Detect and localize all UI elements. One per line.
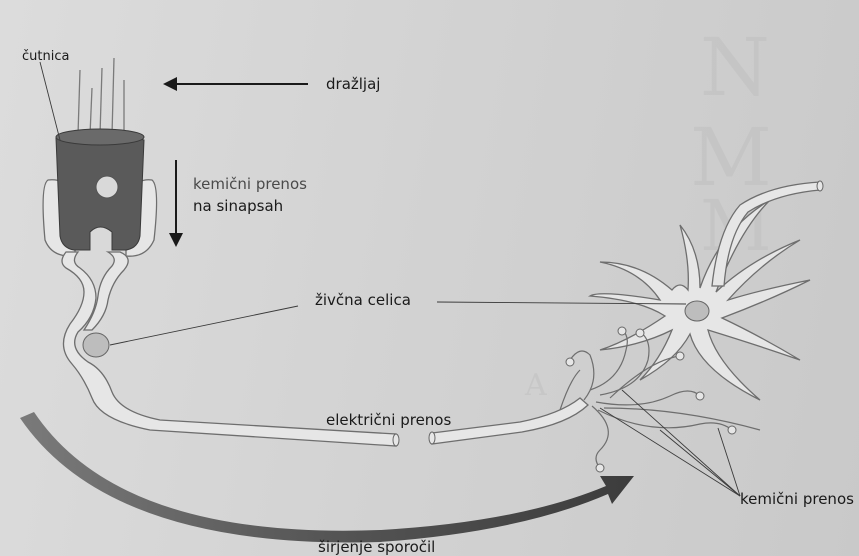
receptor-hairs: [78, 58, 124, 138]
signal-spread-label: širjenje sporočil: [318, 538, 435, 556]
axon-gap-start: [429, 432, 435, 444]
target-cell-nucleus: [685, 301, 709, 321]
nerve-cell-label: živčna celica: [315, 291, 411, 309]
chemical-transfer-bottom-label: kemični prenos: [740, 490, 854, 508]
leader-lines: [40, 62, 740, 496]
axon-terminals: [560, 330, 760, 468]
receptor-nucleus: [96, 176, 118, 198]
svg-text:A: A: [524, 368, 547, 403]
axon-gap-end: [393, 434, 399, 446]
electrical-transfer-label: električni prenos: [326, 411, 451, 429]
chemical-transfer-label-line1: kemični prenos: [193, 175, 307, 193]
sensory-cell-body: [83, 333, 109, 357]
second-axon: [432, 398, 588, 444]
receptor-top: [56, 129, 144, 145]
stimulus-label: dražljaj: [326, 75, 380, 93]
receptor-label: čutnica: [22, 49, 69, 64]
svg-text:N: N: [700, 21, 770, 114]
chemical-transfer-label-line2: na sinapsah: [193, 197, 283, 215]
axon-end: [817, 181, 823, 191]
